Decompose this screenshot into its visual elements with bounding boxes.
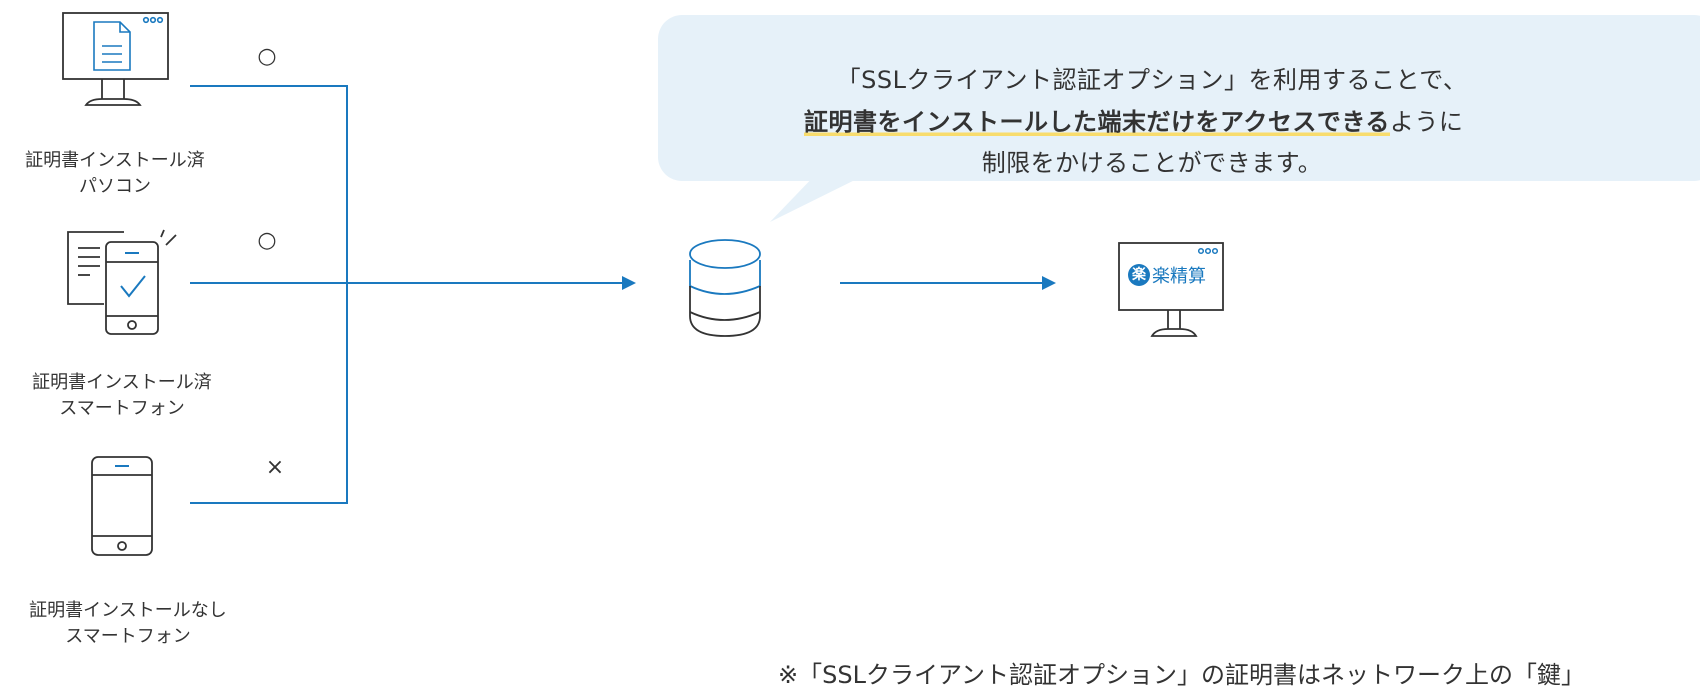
smartphone-icon (91, 456, 153, 556)
pc-document-icon (62, 12, 169, 106)
device-label-pc-line1: 証明書インストール済 (25, 150, 205, 171)
footnote: ※「SSLクライアント認証オプション」の証明書はネットワーク上の「鍵」 (778, 661, 1585, 689)
device-label-smartphone-installed: 証明書インストール済 スマートフォン (0, 370, 252, 422)
device-label-smartphone-uninstalled-line1: 証明書インストールなし (29, 600, 227, 621)
device-label-smartphone-uninstalled: 証明書インストールなし スマートフォン (0, 598, 258, 650)
app-logo: 楽 楽精算 (1128, 262, 1206, 288)
mark-smartphone-uninstalled: × (265, 455, 285, 480)
app-name: 楽精算 (1152, 266, 1206, 287)
mark-pc: ○ (257, 44, 277, 69)
smartphone-check-icon (67, 229, 177, 335)
device-label-smartphone-installed-line1: 証明書インストール済 (32, 372, 212, 393)
device-label-smartphone-installed-line2: スマートフォン (59, 398, 185, 419)
database-icon (689, 239, 761, 337)
bubble-line-2-rest: ように (1389, 108, 1464, 136)
app-logo-badge: 楽 (1128, 264, 1150, 286)
arrow-to-app (1042, 276, 1056, 290)
bubble-line-1: 「SSLクライアント認証オプション」を利用することで、 (836, 66, 1468, 94)
device-label-smartphone-uninstalled-line2: スマートフォン (65, 626, 191, 647)
bubble-line-3: 制限をかけることができます。 (981, 149, 1323, 177)
bubble-line-2: 証明書をインストールした端末だけをアクセスできるように (658, 102, 1700, 138)
arrow-to-server (622, 276, 636, 290)
speech-bubble-tail (770, 170, 875, 222)
mark-smartphone-installed: ○ (257, 228, 277, 253)
monitor-app-icon (1118, 242, 1224, 337)
bubble-highlight: 証明書をインストールした端末だけをアクセスできる (804, 108, 1390, 138)
device-label-pc-line2: パソコン (79, 176, 151, 197)
speech-bubble: 「SSLクライアント認証オプション」を利用することで、 証明書をインストールした… (658, 15, 1700, 181)
device-label-pc: 証明書インストール済 パソコン (0, 148, 245, 200)
